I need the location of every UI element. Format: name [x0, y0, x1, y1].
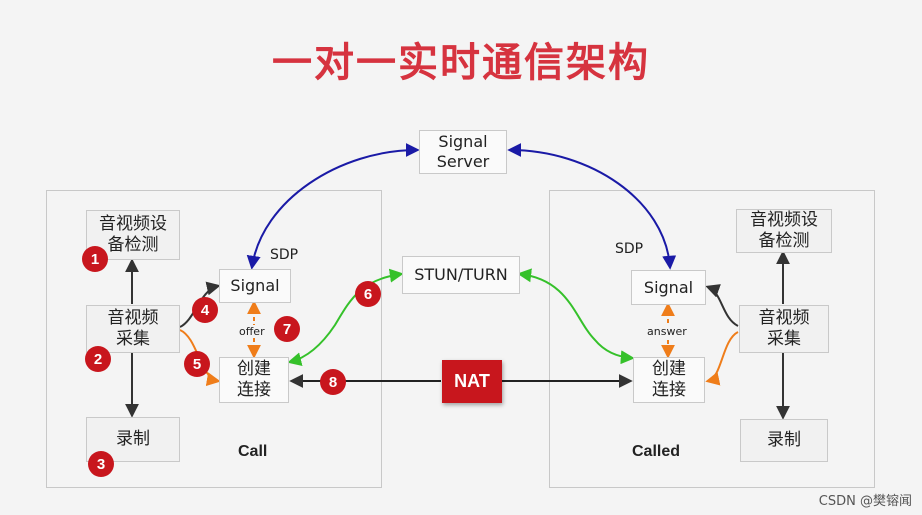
right-capture-box: 音视频 采集	[739, 305, 829, 353]
right-record-box: 录制	[740, 419, 828, 462]
diagram-title: 一对一实时通信架构	[272, 40, 650, 86]
stun-turn-node: STUN/TURN	[402, 256, 520, 294]
stun-link-left	[287, 268, 404, 367]
nat-node: NAT	[442, 360, 502, 403]
watermark: CSDN @樊镕闻	[818, 494, 912, 509]
answer-label: answer	[647, 325, 687, 338]
left-signal-box: Signal	[219, 269, 291, 303]
left-create-connection-box: 创建 连接	[219, 357, 289, 403]
right-device-check-box: 音视频设 备检测	[736, 209, 832, 253]
signal-link-left	[246, 143, 420, 270]
signal-link-right	[507, 143, 677, 270]
step-badge-8: 8	[320, 369, 346, 395]
step-badge-5: 5	[184, 351, 210, 377]
step-badge-2: 2	[85, 346, 111, 372]
step-badge-1: 1	[82, 246, 108, 272]
call-label: Call	[238, 443, 268, 460]
right-capture-to-signal	[705, 284, 739, 327]
left-device-check-box: 音视频设 备检测	[86, 210, 180, 260]
step-badge-3: 3	[88, 451, 114, 477]
right-create-connection-box: 创建 连接	[633, 357, 705, 403]
signal-server-node: Signal Server	[419, 130, 507, 174]
right-signal-box: Signal	[631, 270, 706, 305]
right-sdp-label: SDP	[615, 241, 644, 257]
step-badge-7: 7	[274, 316, 300, 342]
step-badge-4: 4	[192, 297, 218, 323]
stun-link-right	[517, 268, 635, 365]
right-capture-to-create	[705, 331, 739, 386]
offer-label: offer	[239, 325, 265, 338]
step-badge-6: 6	[355, 281, 381, 307]
called-label: Called	[632, 443, 681, 460]
left-capture-box: 音视频 采集	[86, 305, 180, 353]
left-sdp-label: SDP	[270, 247, 299, 263]
